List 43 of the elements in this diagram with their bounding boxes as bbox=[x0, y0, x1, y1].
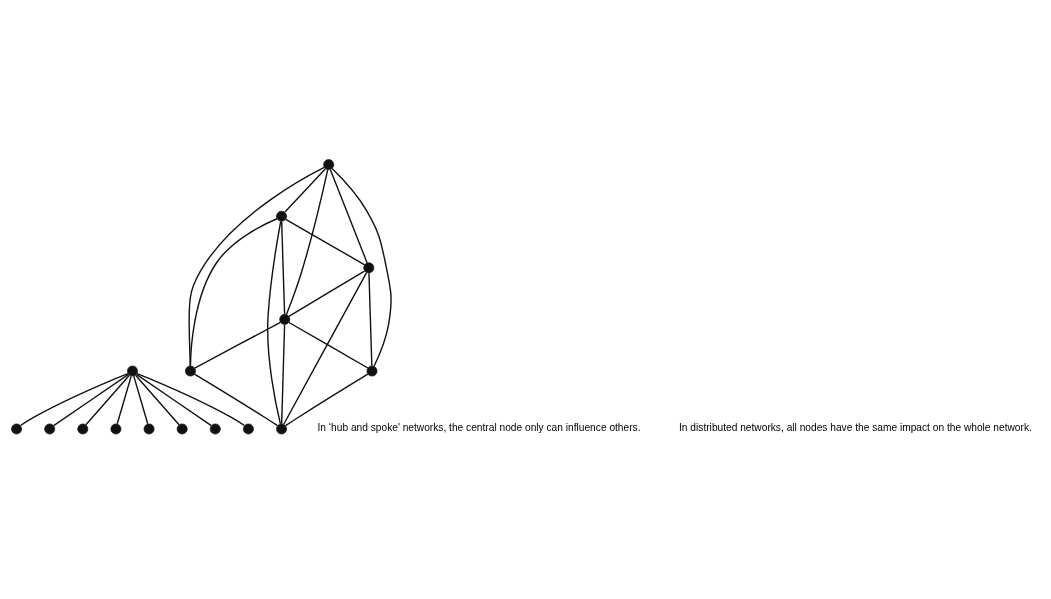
node-circle bbox=[276, 210, 287, 222]
node-circle bbox=[276, 423, 287, 434]
node-circle bbox=[110, 423, 122, 434]
connector bbox=[19, 372, 129, 426]
node-circle bbox=[176, 423, 188, 434]
connector bbox=[288, 269, 366, 317]
node-circle bbox=[77, 423, 89, 434]
connector bbox=[285, 168, 329, 315]
node-circle bbox=[11, 423, 22, 434]
connector bbox=[136, 372, 246, 426]
connector bbox=[52, 373, 130, 426]
node-circle bbox=[127, 365, 138, 376]
connector bbox=[281, 220, 286, 315]
connector bbox=[133, 374, 149, 424]
connector bbox=[284, 373, 369, 426]
node-circle bbox=[279, 313, 291, 325]
connector bbox=[189, 217, 278, 367]
connector bbox=[134, 374, 180, 425]
connector bbox=[135, 373, 213, 426]
connector bbox=[288, 321, 369, 369]
connector bbox=[194, 321, 282, 369]
connector bbox=[267, 220, 282, 424]
node-circle bbox=[185, 365, 196, 376]
label: In distributed networks, all nodes have the same impact on the whole network. bbox=[679, 421, 1032, 433]
connector bbox=[85, 374, 131, 425]
connector bbox=[368, 271, 373, 366]
node-circle bbox=[143, 423, 155, 434]
node-circle bbox=[209, 423, 221, 434]
connector bbox=[284, 167, 327, 213]
connector bbox=[331, 167, 392, 367]
connector bbox=[285, 218, 366, 265]
connector bbox=[283, 271, 368, 425]
connector bbox=[280, 323, 286, 425]
connector bbox=[188, 166, 325, 367]
node-circle bbox=[243, 423, 254, 434]
connector bbox=[329, 168, 368, 264]
label: In ‘hub and spoke' networks, the central node only can influence others. bbox=[317, 421, 641, 433]
connector bbox=[193, 372, 279, 426]
connector bbox=[116, 374, 132, 424]
node-circle bbox=[363, 261, 375, 273]
node-circle bbox=[44, 423, 56, 434]
node-circle bbox=[366, 365, 378, 376]
node-circle bbox=[323, 158, 335, 170]
